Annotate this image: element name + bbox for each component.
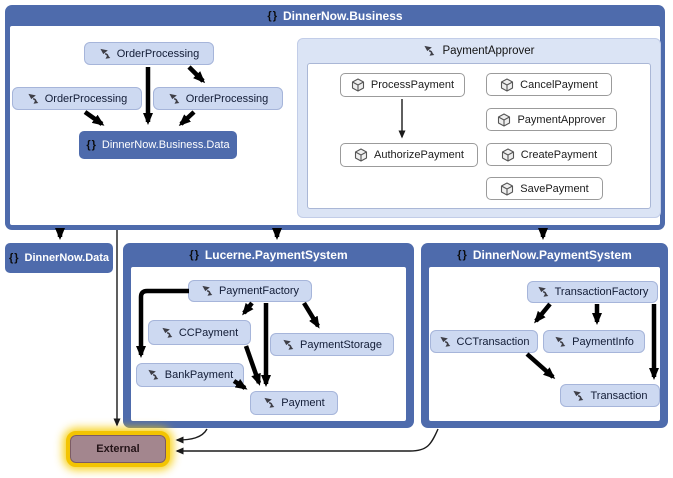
container-header: {} DinnerNow.Business: [5, 5, 665, 26]
node-label: PaymentFactory: [218, 285, 300, 297]
member-label: CreatePayment: [520, 148, 598, 161]
node-label: PaymentInfo: [572, 335, 634, 348]
class-icon: [147, 369, 160, 381]
class-icon: [282, 339, 295, 351]
member-label: CancelPayment: [520, 78, 598, 91]
node-ccpayment[interactable]: CCPayment: [148, 320, 251, 345]
container-title: DinnerNow.Business: [282, 8, 403, 23]
member-paymentapprover[interactable]: PaymentApprover: [486, 108, 617, 131]
class-icon: [201, 285, 214, 297]
namespace-icon: {}: [457, 249, 468, 261]
node-label: OrderProcessing: [44, 92, 128, 105]
cube-icon: [500, 181, 514, 196]
node-orderprocessing-right[interactable]: OrderProcessing: [153, 87, 283, 110]
node-label: OrderProcessing: [185, 92, 269, 105]
member-cancelpayment[interactable]: CancelPayment: [486, 73, 612, 96]
node-cctransaction[interactable]: CCTransaction: [430, 330, 538, 353]
node-transaction[interactable]: Transaction: [560, 384, 660, 407]
class-icon: [27, 93, 40, 105]
node-label: DinnerNow.Business.Data: [101, 139, 230, 151]
node-label: External: [96, 443, 140, 455]
node-label: TransactionFactory: [554, 286, 649, 298]
member-label: SavePayment: [520, 182, 589, 195]
node-paymentinfo[interactable]: PaymentInfo: [543, 330, 645, 353]
member-label: ProcessPayment: [370, 79, 455, 91]
group-title: PaymentApprover: [442, 45, 535, 57]
class-icon: [168, 93, 181, 105]
namespace-icon: {}: [189, 249, 200, 261]
member-authorizepayment[interactable]: AuthorizePayment: [340, 143, 478, 167]
node-label: CCTransaction: [456, 335, 530, 348]
node-orderprocessing-left[interactable]: OrderProcessing: [12, 87, 142, 110]
class-icon: [99, 48, 112, 60]
member-createpayment[interactable]: CreatePayment: [486, 143, 612, 166]
container-header: {} Lucerne.PaymentSystem: [123, 243, 414, 267]
namespace-icon: {}: [8, 252, 20, 264]
class-icon: [537, 286, 550, 298]
node-label: OrderProcessing: [116, 47, 200, 60]
member-savepayment[interactable]: SavePayment: [486, 177, 603, 200]
edge-dnps-to-external: [175, 428, 439, 455]
member-label: AuthorizePayment: [374, 149, 464, 161]
class-icon: [161, 327, 174, 339]
node-label: DinnerNow.Data: [24, 252, 110, 264]
cube-icon: [501, 147, 515, 162]
cube-icon: [497, 112, 511, 127]
node-label: Transaction: [590, 389, 648, 402]
container-header: {} DinnerNow.PaymentSystem: [421, 243, 668, 267]
node-payment[interactable]: Payment: [250, 391, 338, 415]
edge-lucerne-to-external: [175, 428, 208, 444]
node-orderprocessing-top[interactable]: OrderProcessing: [84, 42, 214, 65]
container-title: DinnerNow.PaymentSystem: [472, 248, 632, 262]
node-label: Payment: [281, 397, 325, 409]
class-icon: [423, 45, 436, 57]
member-label: PaymentApprover: [517, 113, 606, 126]
class-icon: [263, 397, 276, 409]
node-label: CCPayment: [178, 326, 239, 339]
class-icon: [554, 336, 567, 348]
class-icon: [572, 390, 585, 402]
cube-icon: [351, 78, 365, 92]
group-header: PaymentApprover: [298, 39, 660, 63]
node-dinnernow-data[interactable]: {} DinnerNow.Data: [5, 243, 113, 273]
node-label: PaymentStorage: [300, 338, 382, 351]
class-icon: [439, 336, 452, 348]
member-processpayment[interactable]: ProcessPayment: [340, 73, 465, 97]
container-title: Lucerne.PaymentSystem: [204, 248, 348, 262]
namespace-icon: {}: [86, 139, 97, 151]
node-label: BankPayment: [164, 369, 234, 381]
node-dinnernow-business-data[interactable]: {} DinnerNow.Business.Data: [79, 131, 237, 159]
cube-icon: [354, 148, 368, 162]
namespace-icon: {}: [267, 9, 278, 22]
node-paymentfactory[interactable]: PaymentFactory: [188, 280, 312, 302]
node-paymentstorage[interactable]: PaymentStorage: [270, 333, 394, 356]
cube-icon: [500, 77, 514, 92]
node-external-highlighted[interactable]: External: [66, 431, 170, 467]
node-bankpayment[interactable]: BankPayment: [136, 363, 244, 387]
node-transactionfactory[interactable]: TransactionFactory: [527, 281, 658, 303]
